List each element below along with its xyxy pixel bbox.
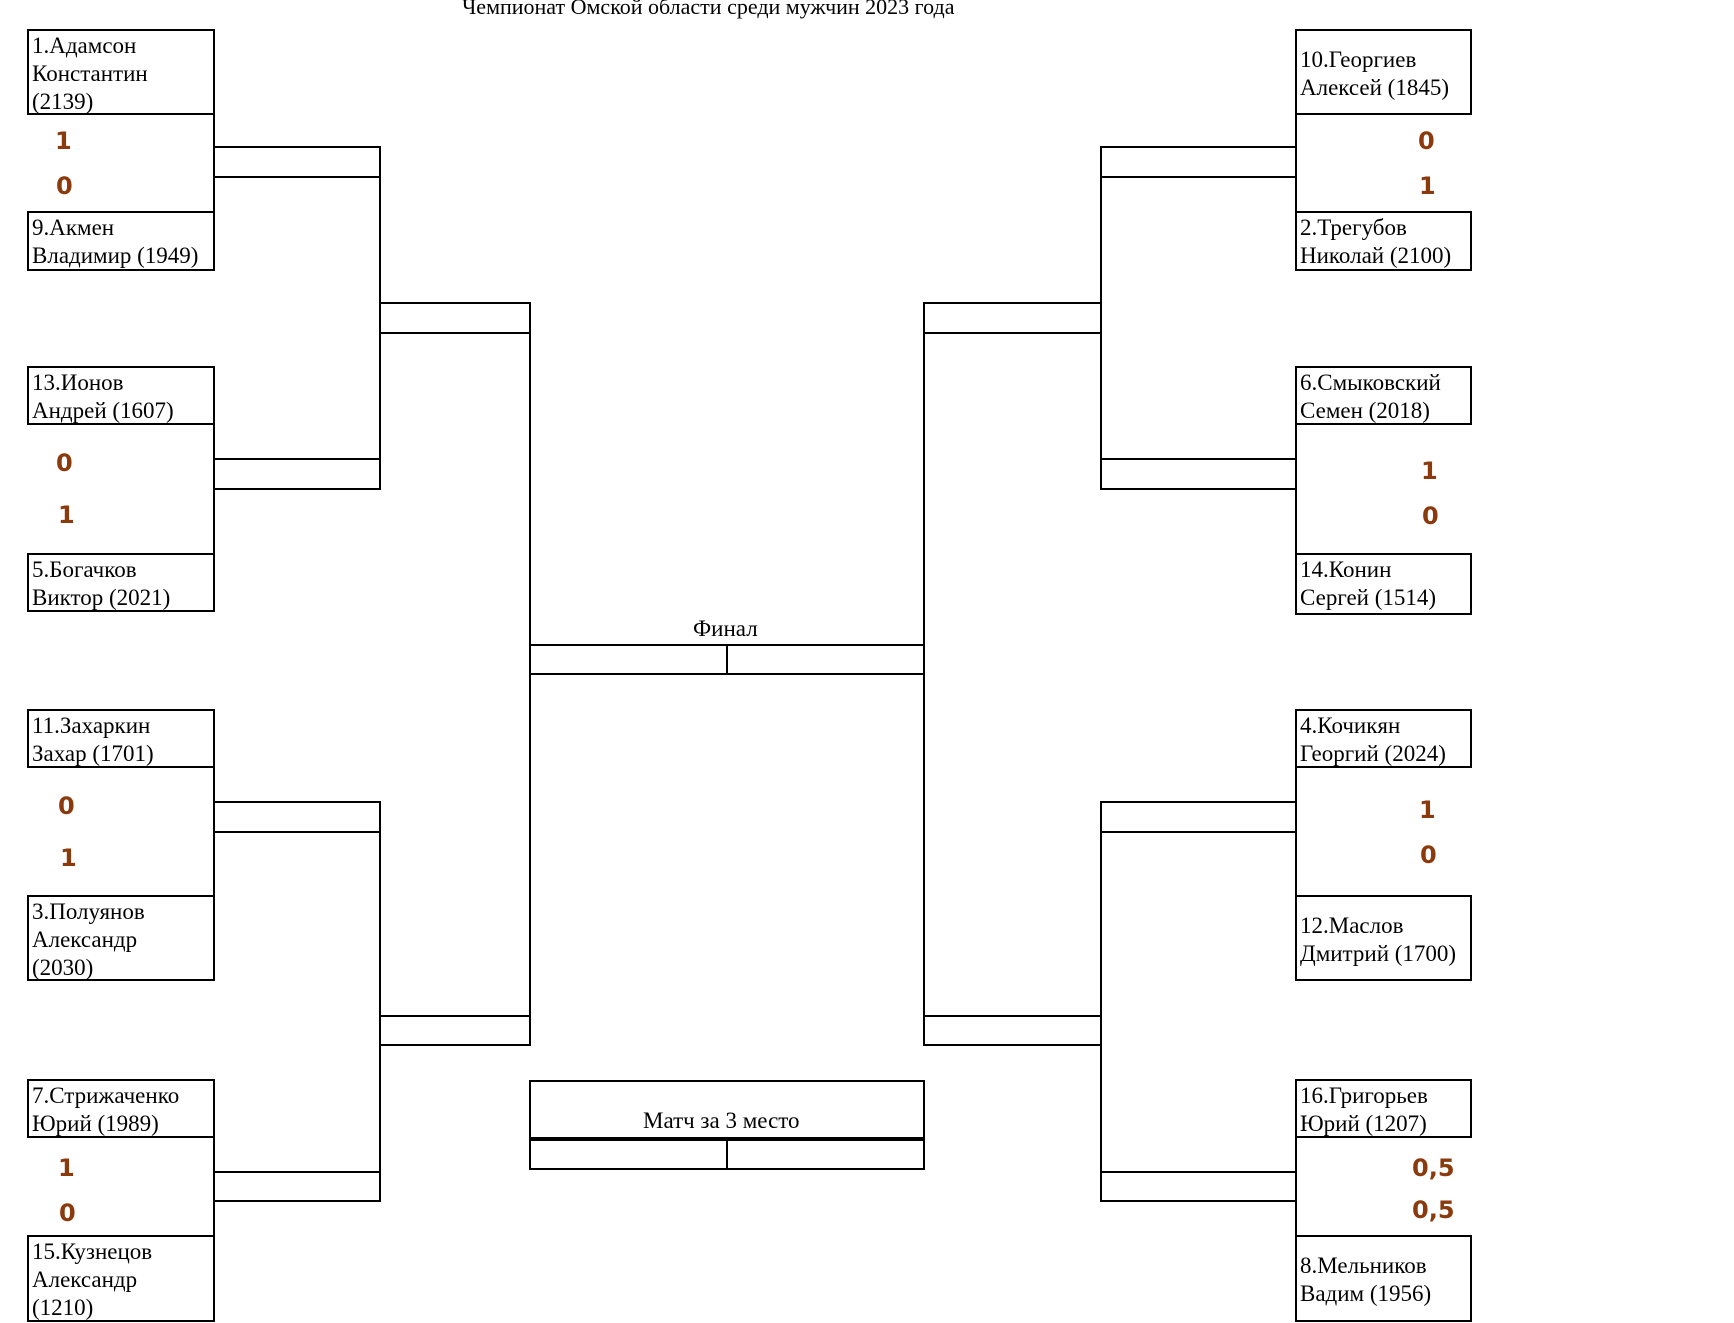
third-place-label: Матч за 3 место xyxy=(643,1108,800,1133)
player-box xyxy=(1295,553,1472,615)
score: 1 xyxy=(1419,796,1436,824)
bracket-line xyxy=(379,801,381,1202)
bracket-line xyxy=(1295,766,1297,897)
player-box xyxy=(27,211,215,271)
bracket-line xyxy=(726,644,728,675)
player-name: 15.Кузнецов Александр (1210) xyxy=(32,1239,153,1320)
final-label: Финал xyxy=(693,616,758,641)
player-box xyxy=(1295,709,1472,768)
score: 1 xyxy=(1419,172,1436,200)
player-box xyxy=(27,29,215,115)
score: 0,5 xyxy=(1412,1196,1455,1224)
player-name: 6.Смыковский Семен (2018) xyxy=(1300,370,1441,423)
advance-slot xyxy=(1100,146,1297,178)
player-name: 16.Григорьев Юрий (1207) xyxy=(1300,1083,1428,1136)
score: 0,5 xyxy=(1412,1154,1455,1182)
bracket-line xyxy=(1295,113,1297,213)
player-box xyxy=(1295,1235,1472,1322)
bracket-line xyxy=(1100,146,1102,490)
player-name: 5.Богачков Виктор (2021) xyxy=(32,557,171,610)
tournament-title: Чемпионат Омской области среди мужчин 20… xyxy=(462,0,955,19)
player-box xyxy=(1295,211,1472,271)
player-box xyxy=(1295,366,1472,425)
score: 0 xyxy=(59,1199,76,1227)
player-name: 12.Маслов Дмитрий (1700) xyxy=(1300,913,1457,966)
score: 1 xyxy=(1421,457,1438,485)
score: 0 xyxy=(1418,127,1435,155)
player-box xyxy=(27,553,215,612)
score: 1 xyxy=(58,501,75,529)
player-name: 8.Мельников Вадим (1956) xyxy=(1300,1253,1432,1306)
score: 0 xyxy=(56,172,73,200)
bracket-line xyxy=(923,302,925,1046)
player-name: 3.Полуянов Александр (2030) xyxy=(32,899,145,980)
player-name: 10.Георгиев Алексей (1845) xyxy=(1300,47,1449,100)
bracket-line xyxy=(1295,1136,1297,1237)
advance-slot xyxy=(1100,1171,1297,1202)
player-box xyxy=(27,709,215,768)
player-box xyxy=(27,366,215,425)
player-name: 11.Захаркин Захар (1701) xyxy=(32,713,154,766)
third-place-box xyxy=(529,1080,925,1139)
player-box xyxy=(1295,895,1472,981)
player-name: 4.Кочикян Георгий (2024) xyxy=(1300,713,1446,766)
score: 1 xyxy=(55,127,72,155)
player-box xyxy=(1295,29,1472,115)
advance-slot xyxy=(213,458,381,490)
score: 0 xyxy=(56,449,73,477)
advance-slot xyxy=(379,1015,531,1046)
score: 0 xyxy=(1420,841,1437,869)
bracket-line xyxy=(726,1139,728,1170)
player-box xyxy=(1295,1079,1472,1138)
advance-slot xyxy=(1100,801,1297,833)
advance-slot xyxy=(923,302,1102,334)
score: 0 xyxy=(1422,502,1439,530)
advance-slot xyxy=(923,1015,1102,1046)
advance-slot xyxy=(213,1171,381,1202)
score: 1 xyxy=(60,844,77,872)
advance-slot xyxy=(1100,458,1297,490)
player-box xyxy=(27,895,215,981)
player-name: 7.Стрижаченко Юрий (1989) xyxy=(32,1083,180,1136)
advance-slot xyxy=(379,302,531,334)
player-name: 2.Трегубов Николай (2100) xyxy=(1300,215,1452,268)
player-name: 14.Конин Сергей (1514) xyxy=(1300,557,1437,610)
score: 1 xyxy=(58,1154,75,1182)
bracket-line xyxy=(1100,801,1102,1202)
advance-slot xyxy=(213,146,381,178)
player-name: 9.Акмен Владимир (1949) xyxy=(32,215,199,268)
player-name: 1.Адамсон Константин (2139) xyxy=(32,33,148,114)
advance-slot xyxy=(213,801,381,833)
player-name: 13.Ионов Андрей (1607) xyxy=(32,370,174,423)
score: 0 xyxy=(58,792,75,820)
player-box xyxy=(27,1079,215,1138)
player-box xyxy=(27,1235,215,1322)
bracket-line xyxy=(1295,423,1297,555)
